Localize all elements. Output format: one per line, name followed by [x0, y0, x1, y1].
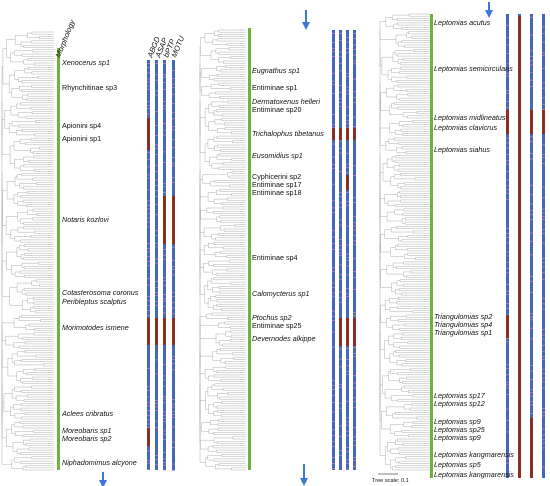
species-label: Entiminae sp1 [252, 83, 298, 92]
species-label: Leptomias sp5 [434, 460, 482, 469]
species-label: Leptomias sp9 [434, 417, 481, 426]
scale-label: Tree scale: 0.1 [372, 478, 409, 484]
species-label: Notaris kozlovi [62, 215, 109, 224]
species-label: Morimotodes ismene [62, 323, 129, 332]
species-label: Leptomias semicircularis [434, 64, 513, 73]
species-label: Leptomias siahus [434, 145, 490, 154]
species-label: Leptomias sp25 [434, 425, 486, 434]
species-label: Triangulomias sp2 [434, 312, 492, 321]
species-label: Leptomias kangmarensis [434, 450, 514, 459]
morphology-bars [57, 14, 433, 478]
method-columns-panel-1 [147, 60, 175, 471]
tree-panel-3 [379, 13, 430, 471]
species-label: Eugnathus sp1 [252, 66, 300, 75]
tree-panel-2 [199, 29, 246, 471]
species-label: Triangulomias sp4 [434, 320, 492, 329]
species-label: Eusomidius sp1 [252, 151, 303, 160]
species-label: Moreobaris sp1 [62, 426, 112, 435]
species-label: Leptomias acutus [434, 18, 491, 27]
species-label: Cotasterosoma coronus [62, 288, 139, 297]
morphology-header: Morphology [54, 17, 78, 58]
species-label: Calomycterus sp1 [252, 289, 310, 298]
species-label: Triangulomias sp1 [434, 328, 492, 337]
species-label: Trichalophus tibetanus [252, 129, 324, 138]
species-label: Xenocerus sp1 [61, 58, 110, 67]
species-label: Entiminae sp4 [252, 253, 298, 262]
species-label: Ptochus sp2 [252, 313, 292, 322]
species-label: Leptomias sp12 [434, 399, 485, 408]
species-label: Leptomias midlineatus [434, 113, 506, 122]
tree-panel-1 [1, 31, 54, 471]
species-label: Devernodes alkippe [252, 334, 316, 343]
species-label: Entiminae sp17 [252, 180, 302, 189]
species-label: Apionini sp4 [62, 121, 101, 130]
species-label: Leptomias sp9 [434, 433, 481, 442]
method-columns-panel-3 [506, 14, 545, 478]
species-label: Leptomias kangmarensis [434, 470, 514, 479]
species-label: Peribleptus scalptus [62, 297, 127, 306]
method-columns-panel-2 [332, 30, 356, 470]
species-label: Leptomias clavicrus [434, 123, 498, 132]
species-labels: Xenocerus sp1 Rhynchitinae sp3 Apionini … [61, 18, 514, 479]
species-label: Aclees cribratus [61, 409, 114, 418]
species-label: Niphadomimus alcyone [62, 458, 137, 467]
species-label: Entiminae sp25 [252, 321, 302, 330]
species-label: Cyphicerini sp2 [252, 172, 301, 181]
species-label: Entiminae sp18 [252, 188, 302, 197]
species-label: Moreobaris sp2 [62, 434, 112, 443]
species-label: Entiminae sp20 [252, 105, 302, 114]
species-label: Rhynchitinae sp3 [62, 83, 117, 92]
species-label: Dermatoxenus helleri [252, 97, 320, 106]
species-label: Leptomias sp17 [434, 391, 486, 400]
species-label: Apionini sp1 [62, 134, 101, 143]
